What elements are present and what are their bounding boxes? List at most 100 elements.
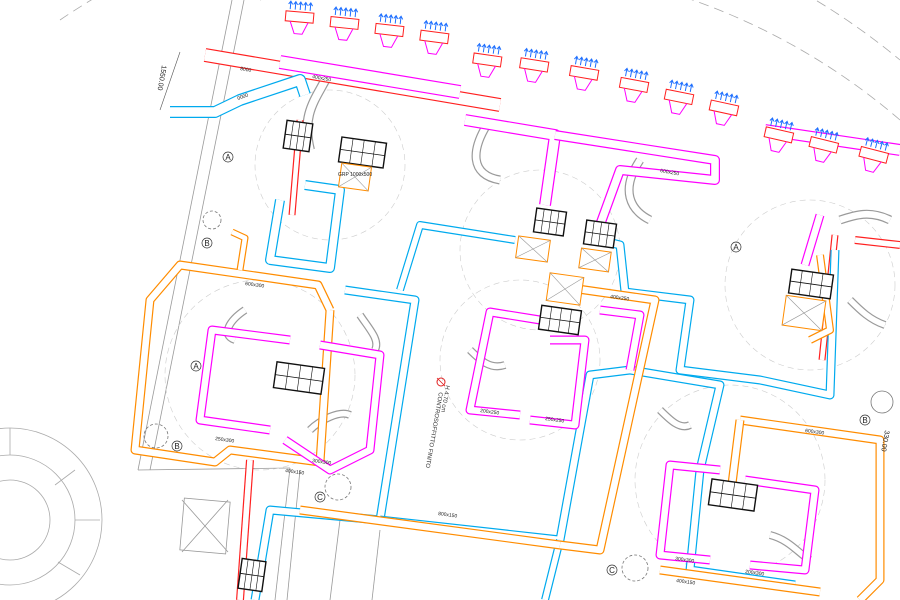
diffuser-neck [289, 21, 309, 35]
airflow-arrow-icon [593, 58, 599, 68]
return-duct-center [299, 505, 561, 550]
fresh-air-duct-right [598, 235, 840, 400]
supply-duct-left-loop-a-inner [196, 326, 291, 434]
airflow-arrow-icon [533, 49, 539, 59]
unit-section [598, 222, 602, 246]
supply-duct-right-drop [800, 213, 825, 267]
marker-b-3: B [862, 416, 867, 425]
airflow-arrow-icon [779, 119, 784, 129]
unit-section [289, 121, 294, 150]
filter-box-cross [515, 235, 551, 263]
air-handling-unit-8 [237, 557, 267, 593]
fresh-air-duct-right-inner [599, 236, 839, 399]
unit-section [719, 480, 724, 507]
airflow-arrow-icon [423, 19, 429, 29]
airflow-arrow-icon [523, 47, 529, 57]
airflow-arrow-icon [378, 13, 384, 22]
supply-duct-center-loop-b-inner [529, 336, 589, 429]
label-left-orange-bottom: 400x150 [285, 468, 305, 477]
airflow-arrow-icon [491, 44, 497, 54]
diffuser-plenum [708, 99, 740, 117]
airflow-arrow-icon [824, 129, 830, 139]
label-top-magenta-2: 600x250 [660, 168, 680, 177]
return-duct-left-loop-outer [130, 260, 335, 467]
label-top-magenta: 400x250 [312, 74, 332, 83]
supply-duct-right-drop-inner [801, 214, 824, 266]
airflow-arrow-icon [588, 58, 594, 67]
airflow-arrow-icon [784, 120, 789, 130]
label-right-magenta-a: 300x300 [675, 556, 695, 565]
filter-box-cross [338, 162, 372, 192]
exhaust-duct-right-2 [854, 236, 900, 249]
unit-section [302, 122, 307, 151]
unit-section [730, 482, 736, 508]
marker-c-1: C [317, 493, 323, 502]
supply-duct-top-left [278, 55, 462, 99]
spiral-staircase [0, 427, 103, 600]
label-center-magenta-a: 200x250 [480, 408, 500, 417]
diffuser-plenum [763, 126, 795, 144]
diffuser-8 [663, 79, 695, 115]
flex-duct-9-inner [838, 210, 892, 224]
diffuser-plenum [519, 57, 550, 73]
unit-section [308, 366, 313, 393]
airflow-arrow-icon [669, 79, 675, 89]
fresh-air-duct-top-link-inner [397, 222, 516, 291]
label-left-orange-top: 600x300 [245, 281, 265, 290]
airflow-arrow-icon [729, 93, 734, 103]
airflow-arrow-icon [476, 42, 482, 52]
label-blue-duct: 0000 [237, 92, 250, 102]
diffuser-plenum [329, 16, 360, 30]
airflow-arrow-icon [879, 140, 885, 150]
exhaust-duct-right-2-inner [854, 237, 900, 248]
airflow-arrow-icon [638, 70, 644, 80]
diffuser-neck [524, 68, 543, 83]
supply-duct-top-right [554, 130, 720, 227]
airflow-arrow-icon [714, 90, 720, 100]
filter-box-4 [781, 294, 827, 332]
unit-section [249, 560, 255, 590]
airflow-arrow-icon [293, 0, 299, 10]
unit-section [567, 309, 572, 334]
fresh-air-duct-left-inner [266, 181, 344, 272]
unit-section [605, 223, 610, 247]
diffuser-plenum [374, 22, 405, 38]
label-right-orange-top: 600x300 [805, 428, 825, 437]
ceiling-height: H 4.70 cm [439, 385, 450, 413]
airflow-arrow-icon [719, 91, 725, 101]
label-right-orange-bottom: 400x150 [676, 578, 696, 587]
diffuser-neck [334, 26, 354, 41]
return-duct-right-bottom-inner [659, 566, 821, 596]
air-handling-unit-7 [282, 119, 314, 153]
unit-section [540, 209, 545, 233]
diffuser-11 [808, 127, 840, 163]
airflow-arrow-icon [578, 56, 584, 66]
airflow-arrow-icon [393, 14, 399, 24]
diffuser-neck [424, 40, 444, 55]
duct-network [130, 48, 900, 600]
supply-duct-top-left-inner [279, 56, 461, 98]
ceiling-note-text: CONTROSOFFITTO FINITO [424, 392, 443, 469]
airflow-arrow-icon [343, 7, 349, 17]
supply-duct-right-loop-b [744, 475, 820, 575]
marker-a-2: A [193, 362, 199, 371]
return-duct-left-stub [230, 228, 249, 271]
label-unit-tag: GRP 1000x500 [338, 172, 372, 178]
diffuser-6 [568, 55, 600, 91]
airflow-arrow-icon [624, 67, 629, 77]
filter-box-3 [545, 272, 585, 306]
diffuser-5 [519, 47, 550, 83]
supply-duct-top-right-inner [554, 131, 719, 227]
unit-section [243, 559, 249, 590]
supply-duct-center-riser [599, 305, 645, 371]
throw-circles [164, 89, 896, 576]
diffuser-neck [768, 137, 787, 153]
flex-duct-10-inner [848, 298, 886, 328]
supply-duct-right-loop-b-inner [744, 476, 819, 574]
diffuser-neck [668, 99, 688, 115]
unit-section [590, 221, 595, 245]
airflow-arrow-icon [789, 121, 794, 131]
airflow-arrow-icon [348, 7, 354, 17]
supply-duct-left-loop-a [195, 325, 291, 435]
airflow-arrow-icon [864, 136, 870, 146]
